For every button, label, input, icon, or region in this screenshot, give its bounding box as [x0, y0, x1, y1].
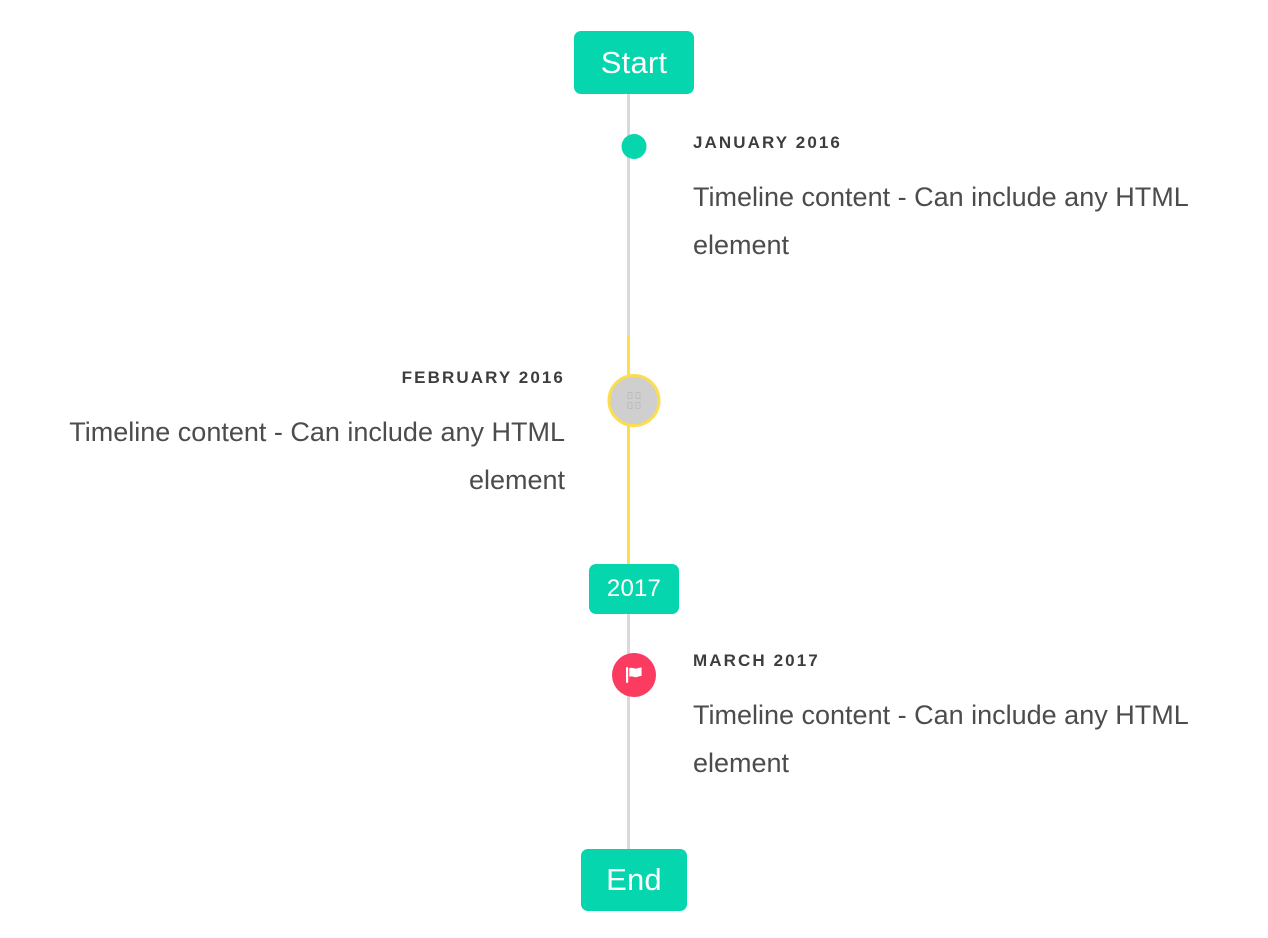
flag-marker[interactable] — [612, 653, 656, 697]
entry-body-text: Timeline content - Can include any HTML … — [693, 182, 1188, 261]
ring-marker[interactable] — [607, 374, 661, 427]
timeline-axis-lower — [627, 613, 630, 852]
timeline-entry-february: FEBRUARY 2016 Timeline content - Can inc… — [41, 369, 565, 504]
timeline-entry-january: JANUARY 2016 Timeline content - Can incl… — [693, 134, 1221, 269]
entry-date-label: MARCH 2017 — [693, 651, 820, 670]
timeline-axis-highlight — [627, 335, 630, 565]
entry-date-label: JANUARY 2016 — [693, 133, 842, 152]
entry-body-text: Timeline content - Can include any HTML … — [693, 700, 1188, 779]
timeline-end-badge[interactable]: End — [581, 849, 687, 911]
flag-icon — [626, 667, 642, 683]
timeline-entry-march: MARCH 2017 Timeline content - Can includ… — [693, 652, 1221, 787]
entry-date-label: FEBRUARY 2016 — [401, 368, 565, 387]
entry-body-text: Timeline content - Can include any HTML … — [69, 417, 565, 496]
dot-marker[interactable] — [621, 134, 647, 159]
missing-glyph-icon — [627, 392, 641, 409]
timeline-year-badge[interactable]: 2017 — [589, 564, 679, 614]
timeline-axis-upper — [627, 92, 630, 335]
timeline-start-badge[interactable]: Start — [574, 31, 694, 94]
